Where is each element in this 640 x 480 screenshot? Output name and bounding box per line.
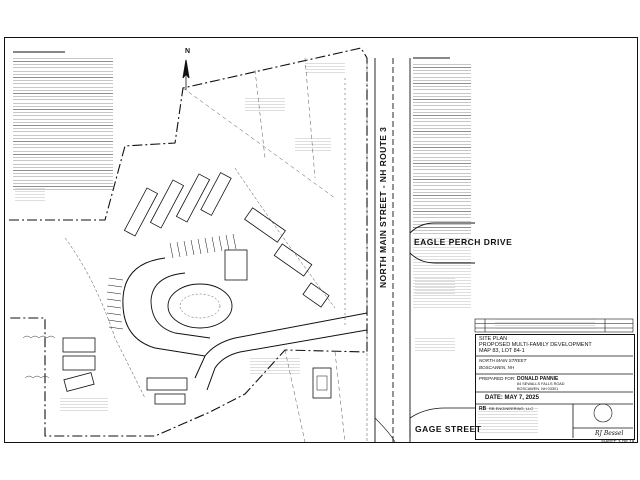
abutter-label-east-2 xyxy=(415,338,455,352)
date-label: DATE: MAY 7, 2025 xyxy=(485,395,539,401)
existing-building xyxy=(312,367,332,399)
engineer-signature: RJ Bessel xyxy=(595,430,624,437)
access-drive-north-edge xyxy=(194,312,368,379)
engineer-stamp xyxy=(593,403,613,423)
project-line-2: MAP 83, LOT 84-1 xyxy=(479,348,525,354)
eagle-perch-drive-label: EAGLE PERCH DRIVE xyxy=(414,237,513,247)
parking-island xyxy=(167,283,233,329)
abutter-label-south xyxy=(60,398,108,412)
firm-name: RB ENGINEERING, LLC xyxy=(489,406,534,411)
site-plan-drawing xyxy=(9,47,634,442)
title-block xyxy=(475,334,635,440)
title-block-lines xyxy=(475,355,633,438)
abutter-label-east-1 xyxy=(415,278,455,294)
sheet-number: SHEET: 3 OF 19 xyxy=(601,439,635,444)
abutter-label-4 xyxy=(250,358,300,374)
revision-rows xyxy=(495,319,595,331)
parking-stalls-north xyxy=(169,233,237,259)
prepared-for-name: DONALD PANNIE xyxy=(517,376,559,382)
gage-street-edge xyxy=(409,407,475,438)
address-line-1: NORTH MAIN STREET xyxy=(479,358,527,363)
parking-loop-outer xyxy=(122,257,206,357)
plan-notes-text xyxy=(413,64,471,234)
firm-logo: RB xyxy=(479,406,487,412)
southwest-buildings xyxy=(62,337,188,405)
approval-conditions-text xyxy=(13,58,113,148)
north-arrow-label: N xyxy=(185,48,191,55)
north-arrow xyxy=(182,59,190,90)
parking-stalls-west xyxy=(106,277,124,330)
address-line-2: BOSCAWEN, NH xyxy=(479,365,515,370)
conditions-subsequent-text xyxy=(13,151,113,191)
abutter-label-1 xyxy=(305,63,345,75)
gage-street-label: GAGE STREET xyxy=(415,424,482,434)
abutter-label-3 xyxy=(295,138,331,152)
prepared-for-addr-2: BOSCAWEN, NH 03301 xyxy=(517,386,559,391)
firm-info-text xyxy=(478,408,538,434)
plan-sheet: NORTH MAIN STREET - NH ROUTE 3 EAGLE PER… xyxy=(4,37,638,444)
central-buildings xyxy=(224,207,330,308)
abutter-label-2 xyxy=(245,98,285,112)
plan-notes-text-2 xyxy=(413,238,471,308)
prepared-for-addr-1: 84 SEWALLS FALLS ROAD xyxy=(517,382,565,386)
abutter-label-west xyxy=(15,188,45,202)
access-drive-south-edge xyxy=(206,329,368,391)
revision-table xyxy=(474,318,634,333)
sheet-title: SITE PLAN xyxy=(479,336,508,342)
townhouse-buildings xyxy=(123,172,232,237)
project-line-1: PROPOSED MULTI-FAMILY DEVELOPMENT xyxy=(479,342,592,348)
prepared-for-label: PREPARED FOR: xyxy=(479,376,516,381)
property-boundary xyxy=(9,47,368,437)
main-street-label: NORTH MAIN STREET - NH ROUTE 3 xyxy=(378,126,388,288)
